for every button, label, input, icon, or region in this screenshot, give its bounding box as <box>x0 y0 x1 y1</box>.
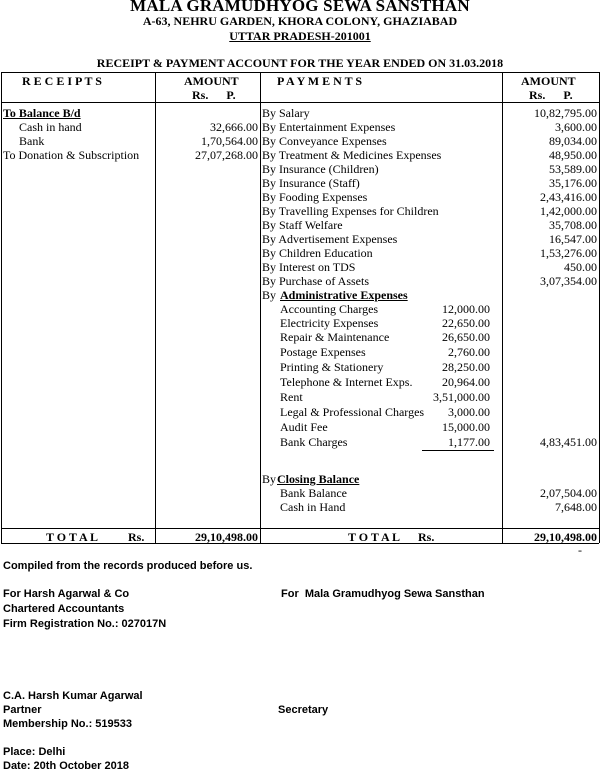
receipts-header: R E C E I P T S <box>22 74 102 88</box>
receipt-label: To Donation & Subscription <box>3 148 140 162</box>
admin-item-label: Accounting Charges <box>280 302 379 316</box>
payment-amount: 1,53,276.00 <box>540 246 597 260</box>
compiled-note: Compiled from the records produced befor… <box>3 560 253 572</box>
closing-heading: Closing Balance <box>277 472 360 486</box>
admin-item-label: Postage Expenses <box>280 345 366 359</box>
receipt-amount: 27,07,268.00 <box>195 148 258 162</box>
organization-name: MALA GRAMUDHYOG SEWA SANSTHAN <box>130 0 470 15</box>
closing-item-label: Cash in Hand <box>280 500 346 514</box>
payment-amount: 450.00 <box>564 260 597 274</box>
table-top-border <box>1 72 599 73</box>
receipt-label: To Balance B/d <box>3 106 81 120</box>
receipt-amount: 32,666.00 <box>210 120 258 134</box>
ca-role: Partner <box>3 704 42 716</box>
col-border-payments-amount <box>502 72 503 543</box>
payment-label: By Staff Welfare <box>262 218 343 232</box>
admin-item-amount: 12,000.00 <box>442 302 490 316</box>
receipt-amount: 1,70,564.00 <box>201 134 258 148</box>
payment-label: By Purchase of Assets <box>262 274 369 288</box>
payment-label: By Interest on TDS <box>262 260 356 274</box>
total-top-border <box>1 528 599 529</box>
payment-amount: 1,42,000.00 <box>540 204 597 218</box>
payment-label: By Insurance (Staff) <box>262 176 360 190</box>
admin-item-amount: 20,964.00 <box>442 375 490 389</box>
organization-state: UTTAR PRADESH-201001 <box>229 29 371 43</box>
auditor-firm: For Harsh Agarwal & Co <box>3 588 130 600</box>
payments-header: P A Y M E N T S <box>277 74 363 88</box>
table-bottom-border <box>1 543 599 544</box>
header-bottom-border <box>1 102 599 103</box>
payment-amount: 3,600.00 <box>555 120 597 134</box>
col-border-left <box>1 72 2 543</box>
payment-label: By Fooding Expenses <box>262 190 368 204</box>
closing-item-label: Bank Balance <box>280 486 347 500</box>
payment-amount: 53,589.00 <box>549 162 597 176</box>
payment-label: By Advertisement Expenses <box>262 232 398 246</box>
admin-item-label: Rent <box>280 390 303 404</box>
payment-amount: 48,950.00 <box>549 148 597 162</box>
admin-item-label: Audit Fee <box>280 420 328 434</box>
place: Place: Delhi <box>3 746 66 758</box>
payment-label: By Children Education <box>262 246 373 260</box>
payment-amount: 89,034.00 <box>549 134 597 148</box>
payment-amount: 3,07,354.00 <box>540 274 597 288</box>
organization-signatory: For Mala Gramudhyog Sewa Sansthan <box>281 588 485 600</box>
admin-item-amount: 3,51,000.00 <box>433 390 490 404</box>
payment-amount: 35,708.00 <box>549 218 597 232</box>
closing-prefix: By <box>262 472 277 486</box>
firm-registration: Firm Registration No.: 027017N <box>3 618 167 630</box>
receipts-total-amount: 29,10,498.00 <box>195 530 258 544</box>
payment-label: By Treatment & Medicines Expenses <box>262 148 442 162</box>
receipts-amount-header: AMOUNT <box>184 74 239 88</box>
payment-amount: 10,82,795.00 <box>534 106 597 120</box>
payments-total-amount: 29,10,498.00 <box>534 530 597 544</box>
payment-amount: 16,547.00 <box>549 232 597 246</box>
admin-item-label: Telephone & Internet Exps. <box>280 375 413 389</box>
admin-item-amount: 3,000.00 <box>448 405 490 419</box>
stray-mark: - <box>578 543 582 557</box>
col-border-receipts-amount <box>155 72 156 543</box>
receipts-total-label: T O T A L <box>46 530 99 544</box>
auditor-title: Chartered Accountants <box>3 603 125 615</box>
payments-currency-header: Rs. P. <box>529 88 573 102</box>
admin-prefix: By <box>262 288 277 302</box>
admin-item-amount: 15,000.00 <box>442 420 490 434</box>
admin-item-label: Printing & Stationery <box>280 360 384 374</box>
admin-heading: Administrative Expenses <box>280 288 408 302</box>
admin-item-label: Legal & Professional Charges <box>280 405 425 419</box>
admin-item-label: Bank Charges <box>280 435 348 449</box>
ca-name: C.A. Harsh Kumar Agarwal <box>3 690 143 702</box>
payment-label: By Insurance (Children) <box>262 162 379 176</box>
payments-total-rs: Rs. <box>418 530 435 544</box>
payments-total-label: T O T A L <box>348 530 401 544</box>
membership-number: Membership No.: 519533 <box>3 718 132 730</box>
col-border-payments <box>260 72 261 543</box>
statement-title: RECEIPT & PAYMENT ACCOUNT FOR THE YEAR E… <box>96 56 504 70</box>
admin-item-amount: 2,760.00 <box>448 345 490 359</box>
admin-subtotal-rule <box>422 450 494 451</box>
admin-item-amount: 22,650.00 <box>442 316 490 330</box>
payment-amount: 35,176.00 <box>549 176 597 190</box>
admin-total-amount: 4,83,451.00 <box>540 435 597 449</box>
secretary-label: Secretary <box>278 704 329 716</box>
date: Date: 20th October 2018 <box>3 760 129 772</box>
organization-address: A-63, NEHRU GARDEN, KHORA COLONY, GHAZIA… <box>142 14 458 28</box>
payment-label: By Salary <box>262 106 310 120</box>
admin-item-amount: 26,650.00 <box>442 330 490 344</box>
admin-item-label: Repair & Maintenance <box>280 330 390 344</box>
closing-item-amount: 2,07,504.00 <box>540 486 597 500</box>
receipt-label: Bank <box>19 134 45 148</box>
payment-label: By Conveyance Expenses <box>262 134 387 148</box>
receipts-total-rs: Rs. <box>128 530 145 544</box>
receipts-currency-header: Rs. P. <box>192 88 236 102</box>
payments-amount-header: AMOUNT <box>521 74 576 88</box>
payment-label: By Entertainment Expenses <box>262 120 396 134</box>
admin-item-label: Electricity Expenses <box>280 316 379 330</box>
payment-label: By Travelling Expenses for Children <box>262 204 439 218</box>
receipt-label: Cash in hand <box>19 120 82 134</box>
admin-item-amount: 28,250.00 <box>442 360 490 374</box>
payment-amount: 2,43,416.00 <box>540 190 597 204</box>
closing-item-amount: 7,648.00 <box>555 500 597 514</box>
admin-item-amount: 1,177.00 <box>448 435 490 449</box>
